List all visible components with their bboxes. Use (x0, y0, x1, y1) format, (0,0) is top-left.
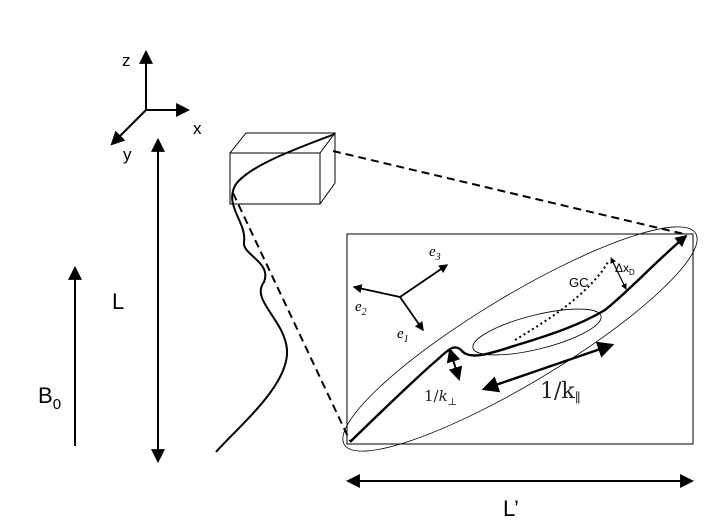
length-l-prime: L’ (345, 474, 695, 521)
zoom-dash-top (332, 150, 685, 235)
e3-arrow (399, 264, 449, 298)
z-axis-label: z (122, 51, 131, 70)
length-l: L (112, 137, 165, 464)
l-prime-label: L’ (503, 496, 519, 521)
gc-label: GC (569, 275, 589, 290)
box-top-face (229, 132, 336, 154)
basis-triad: e3 e2 e1 (352, 244, 449, 345)
l-label: L (112, 289, 124, 314)
e1-label: e1 (397, 326, 409, 345)
k-parallel-label: 1/k∥ (540, 379, 581, 406)
box-front-face (229, 152, 321, 205)
e3-label: e3 (429, 244, 441, 263)
drift-label: ΔxD (615, 261, 635, 277)
k-perp-arrow (446, 347, 463, 382)
zoom-panel: GC ΔxD e3 e2 e1 1/k⊥ 1/k∥ (342, 226, 698, 452)
x-axis-label: x (193, 119, 202, 138)
y-axis-arrow (110, 109, 147, 146)
b0-field: B0 (38, 265, 82, 446)
b0-label: B0 (38, 383, 61, 413)
field-line-box (229, 132, 336, 205)
coordinate-triad: z x y (110, 49, 202, 164)
field-line (215, 133, 336, 453)
box-side-face (319, 133, 336, 205)
e2-arrow (352, 284, 401, 298)
e2-label: e2 (355, 299, 367, 318)
e1-arrow (399, 296, 424, 332)
zoom-frame (346, 233, 694, 445)
k-parallel-arrow (481, 341, 615, 393)
drift-arrow (610, 257, 627, 290)
y-axis-label: y (123, 145, 132, 164)
guiding-center-path (514, 261, 609, 341)
k-perp-label: 1/k⊥ (424, 387, 457, 408)
zoom-dash-bottom (232, 192, 351, 442)
